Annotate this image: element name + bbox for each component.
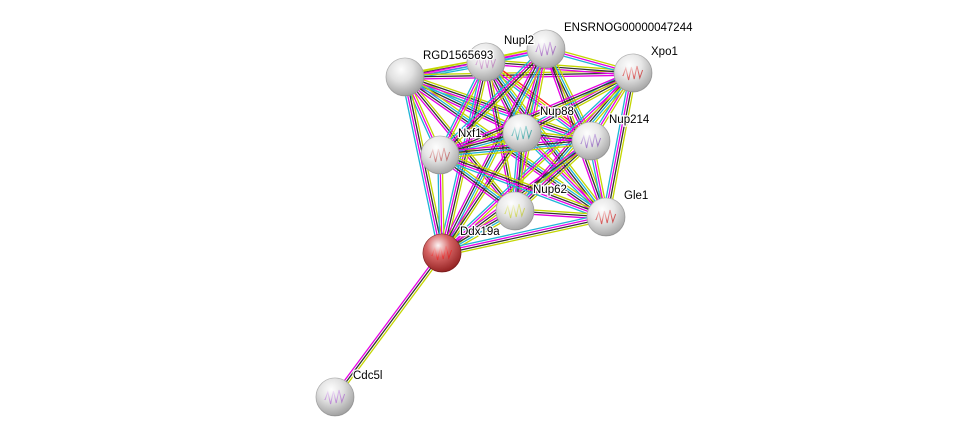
node-Gle1[interactable] (586, 197, 626, 237)
edge-evidence-experiments (438, 70, 633, 154)
node-label: Cdc5l (353, 370, 382, 382)
node-gloss (527, 30, 565, 68)
node-Nxf1[interactable] (420, 135, 460, 175)
node-gloss (503, 114, 541, 152)
edge-evidence-textmining (406, 75, 518, 211)
edge-evidence-databases (602, 72, 631, 217)
edge-evidence-experiments (441, 72, 634, 254)
edge-evidence-coexpression (442, 62, 488, 254)
edge-Nxf1-Gle1[interactable] (438, 151, 608, 221)
edge-evidence-textmining (405, 73, 593, 139)
node-label: Ddx19a (460, 226, 500, 238)
edge-evidence-coexpression (442, 217, 607, 255)
edge-Nupl2-Ddx19a[interactable] (438, 61, 490, 254)
edge-evidence-coexpression (440, 48, 546, 253)
node-gloss (421, 136, 459, 174)
edge-evidence-textmining (608, 73, 637, 218)
nodes-layer (315, 29, 653, 417)
edge-evidence-coexpression (440, 49, 548, 157)
edge-evidence-coexpression (440, 153, 607, 217)
edge-ENSRNOG00000047244-Nxf1[interactable] (437, 46, 549, 158)
node-Ddx19a[interactable] (422, 233, 462, 273)
edge-evidence-experiments (403, 77, 442, 254)
node-Nup62[interactable] (495, 191, 535, 231)
edge-evidence-coexpression (439, 72, 634, 156)
edge-evidence-experiments (483, 62, 514, 212)
edge-evidence-textmining (404, 70, 633, 76)
edge-evidence-experiments (438, 47, 546, 155)
edge-evidence-textmining (443, 133, 525, 255)
edge-evidence-databases (403, 79, 591, 145)
edge-evidence-coexpression (606, 73, 635, 218)
edge-evidence-databases (438, 157, 606, 221)
edge-evidence-experiments (440, 61, 486, 253)
node-Cdc5l[interactable] (315, 377, 355, 417)
edge-Ddx19a-Cdc5l[interactable] (332, 251, 445, 399)
node-label: RGD1565693 (423, 50, 493, 62)
edge-evidence-experiments (439, 155, 606, 219)
node-label: Gle1 (624, 190, 648, 202)
edge-evidence-textmining (441, 50, 549, 158)
node-label: Nup214 (609, 114, 650, 126)
node-Nupl2[interactable] (466, 42, 506, 82)
node-gloss (423, 234, 461, 272)
edge-evidence-databases (519, 134, 605, 220)
node-label: Nup62 (533, 184, 567, 196)
edge-evidence-textmining (442, 219, 607, 257)
edge-evidence-databases (441, 213, 606, 251)
edge-evidence-textmining (444, 62, 490, 254)
edge-evidence-textmining (440, 151, 608, 215)
edge-evidence-experiments (441, 215, 606, 253)
edge-evidence-experiments (332, 251, 441, 397)
node-label: Nupl2 (504, 35, 534, 47)
node-gloss (316, 378, 354, 416)
edge-evidence-textmining (336, 253, 445, 399)
node-Nup88[interactable] (502, 113, 542, 153)
edge-evidence-coexpression (441, 132, 523, 254)
edge-evidence-coexpression (485, 61, 634, 74)
edge-evidence-coexpression (405, 75, 592, 141)
edge-evidence-experiments (604, 72, 633, 217)
node-gloss (614, 54, 652, 92)
node-label: Nxf1 (458, 128, 482, 140)
edge-Xpo1-Gle1[interactable] (602, 72, 637, 218)
node-label: Xpo1 (651, 46, 678, 58)
node-RGD1565693[interactable] (385, 57, 425, 97)
edge-Gle1-Ddx19a[interactable] (441, 213, 607, 257)
edge-evidence-coexpression (522, 73, 634, 135)
node-Nup214[interactable] (571, 121, 611, 161)
edge-evidence-databases (401, 77, 440, 254)
node-gloss (572, 122, 610, 160)
edge-evidence-databases (437, 46, 545, 154)
node-gloss (386, 58, 424, 96)
node-gloss (467, 43, 505, 81)
edge-evidence-experiments (521, 71, 633, 133)
labels-layer: RGD1565693 Nupl2 ENSRNOG00000047244Xpo1Nup… (352, 21, 695, 384)
node-Xpo1[interactable] (613, 53, 653, 93)
edge-evidence-textmining (488, 59, 610, 216)
node-ENSRNOG00000047244[interactable] (526, 29, 566, 69)
node-label: ENSRNOG00000047244 (564, 22, 693, 34)
node-gloss (587, 198, 625, 236)
node-gloss (496, 192, 534, 230)
edge-evidence-coexpression (334, 252, 443, 398)
edge-evidence-databases (440, 70, 632, 252)
node-label: Nup88 (540, 106, 574, 118)
